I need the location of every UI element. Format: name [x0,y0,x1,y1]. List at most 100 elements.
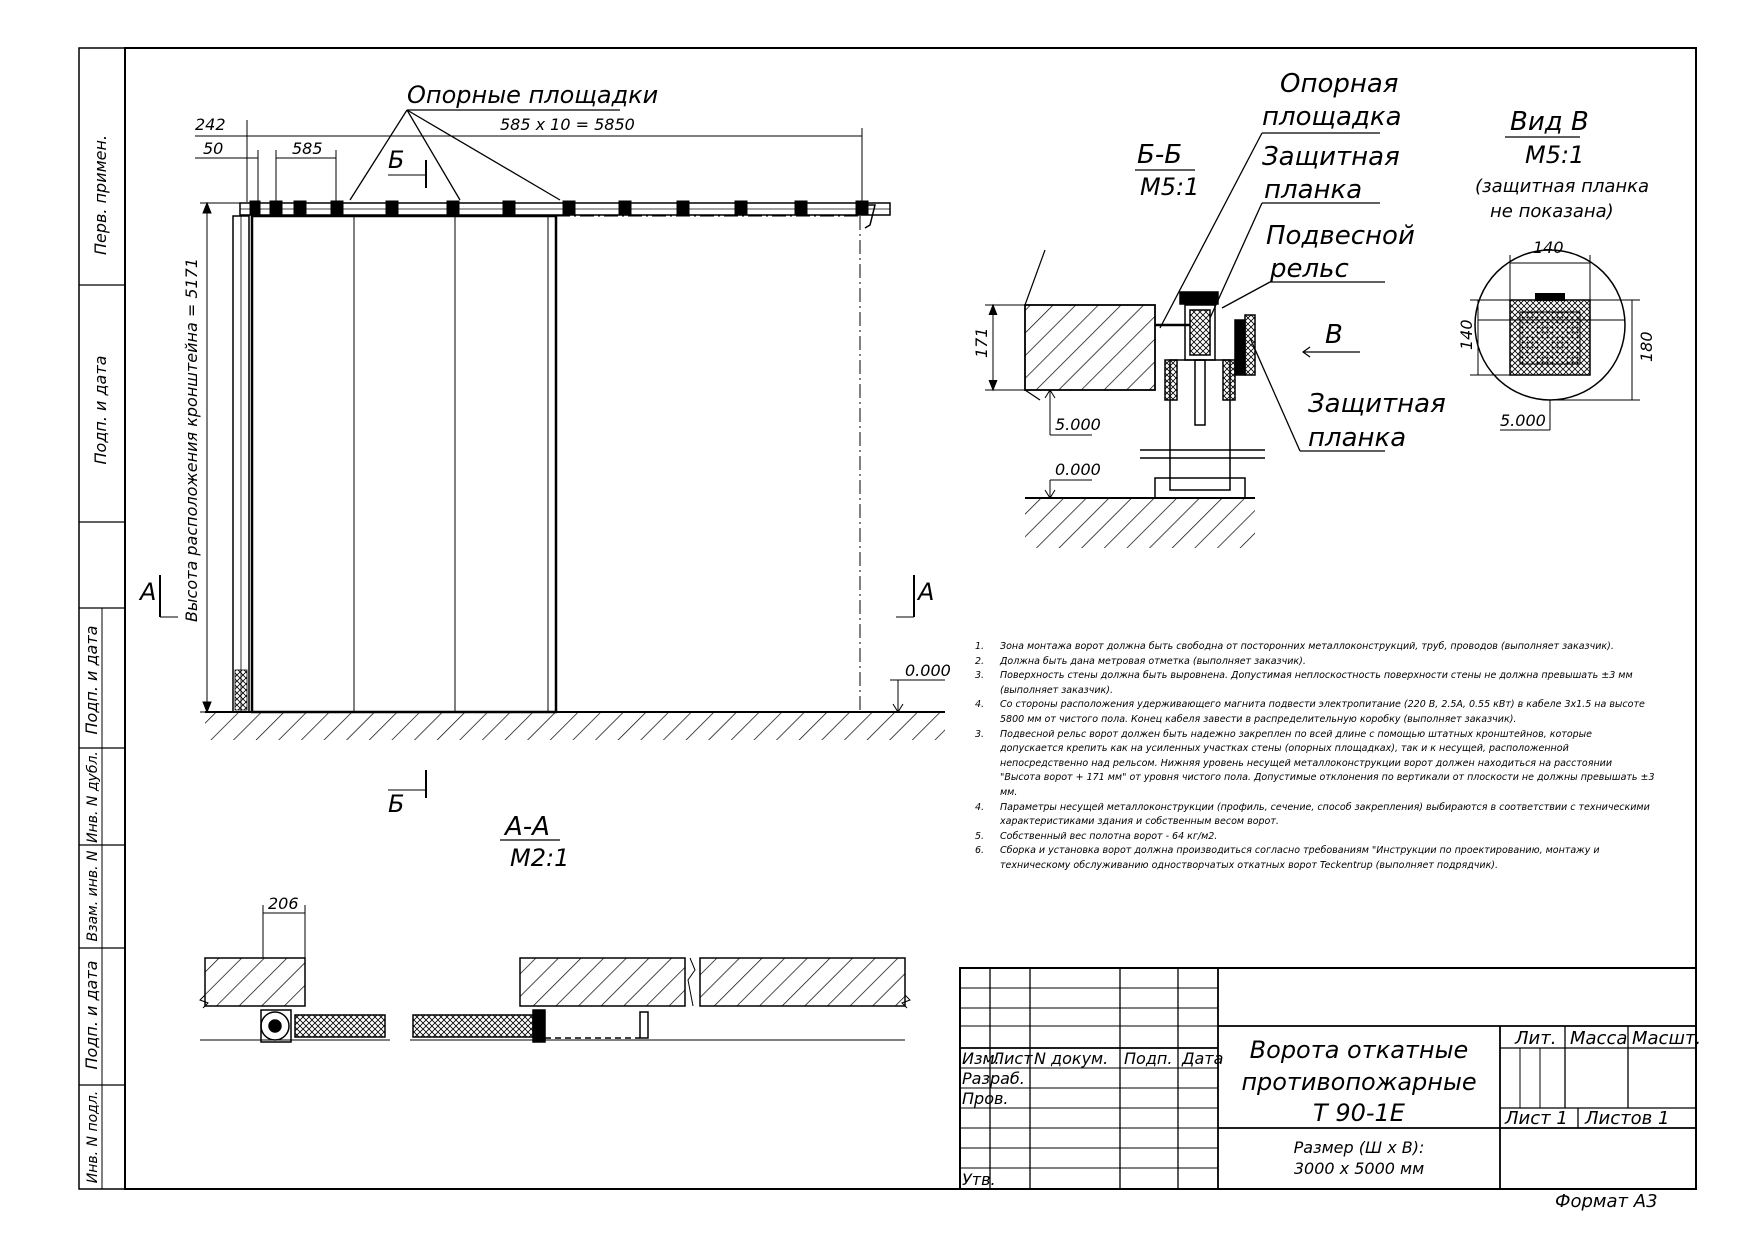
label-guard2-1: Защитная [1308,389,1446,419]
aa-dim-206 [262,905,306,958]
bb-level-0000-label: 0.000 [1055,460,1101,479]
margin-label-inv-podl: Инв. N подл. [85,1091,101,1184]
note-item: 3.Поверхность стены должна быть выровнен… [975,669,1655,698]
row-razrab: Разраб. [962,1069,1025,1088]
note-text: Подвесной рельс ворот должен быть надежн… [1000,728,1655,798]
massa-label: Масса [1570,1028,1627,1049]
title-line-1: Ворота откатные [1250,1036,1469,1064]
margin-label-podp-data-3: Подп. и дата [82,961,101,1070]
label-support-2: площадка [1262,102,1402,132]
format-label: Формат А3 [1555,1191,1658,1212]
masshtab-label: Масшт. [1632,1028,1701,1049]
note-text: Сборка и установка ворот должна производ… [1000,845,1600,871]
label-guard2-2: планка [1308,423,1406,453]
margin-label-perv-primen: Перв. примен. [91,135,110,255]
dim-total: 585 x 10 = 5850 [500,115,635,134]
section-a-right: A [916,578,934,606]
aa-door-panel [260,1009,649,1043]
bb-rail-assembly [1140,291,1265,499]
view-v-note-2: не показана) [1490,201,1614,222]
door-frame-column [232,215,250,713]
margin-label-vzam-inv: Взам. инв. N [85,850,101,941]
sheets-label: Листов 1 [1584,1108,1669,1129]
note-item: 6.Сборка и установка ворот должна произв… [975,844,1655,873]
section-mark-a [159,575,915,618]
margin-label-podp-data-1: Подп. и дата [91,356,110,465]
view-v-level: 5.000 [1500,411,1546,430]
open-position-outline [556,215,861,712]
note-item: 5. Собственный вес полотна ворот - 64 кг/… [975,830,1655,845]
label-guard-2: планка [1264,175,1362,205]
bb-level-0000 [1044,479,1092,499]
bb-dim-171-label: 171 [972,327,991,358]
col-podp: Подп. [1124,1049,1172,1068]
dim-585: 585 [292,139,323,158]
section-bb: Б-Б M5:1 Опорная площадка Защитная планк… [972,69,1446,548]
margin-label-inv-dubl: Инв. N дубл. [85,751,101,843]
end-stop [860,204,876,229]
note-text: Собственный вес полотна ворот - 64 кг/м2… [1000,830,1218,842]
support-plates-label: Опорные площадки [407,81,658,109]
aa-walls [199,957,911,1041]
aa-dim-206-label: 206 [268,894,299,913]
title-block-text: Изм. Лист N докум. Подп. Дата Разраб. Пр… [962,1028,1701,1189]
view-v-dim-140-v: 140 [1457,319,1476,350]
view-v: Вид B M5:1 (защитная планка не показана)… [1457,107,1656,431]
note-item: 4. Параметры несущей металлоконструкции (… [975,801,1655,830]
section-bb-title: Б-Б [1137,140,1182,170]
note-number: 3. [975,728,985,740]
floor-level-label: 0.000 [905,661,951,680]
height-label: Высота расположения кронштейна = 5171 [182,258,201,622]
margin-labels: Перв. примен. Подп. и дата Подп. и дата … [82,135,110,1183]
note-number: 2. [975,655,985,667]
note-text: Со стороны расположения удерживающего ма… [1000,699,1645,725]
label-rail-1: Подвесной [1266,221,1415,251]
section-mark-b [388,160,427,798]
section-aa-scale: M2:1 [510,844,569,872]
view-mark-b: B [1325,320,1343,350]
col-ndoc: N докум. [1034,1049,1108,1068]
note-text: Параметры несущей металлоконструкции (пр… [1000,801,1650,828]
note-text: Поверхность стены должна быть выровнена.… [1000,670,1633,696]
label-support-1: Опорная [1280,69,1398,99]
view-v-dims [1470,255,1640,431]
section-b-bottom: Б [388,790,404,818]
section-a-left: A [138,578,156,606]
section-bb-scale: M5:1 [1140,173,1199,201]
note-text: Зона монтажа ворот должна быть свободна … [1000,641,1614,652]
bb-level-5000 [1044,389,1092,436]
floor-level-mark [890,679,945,713]
row-prov: Пров. [962,1089,1009,1108]
section-b-top: Б [388,146,404,174]
bb-dim-171 [985,303,1025,392]
size-line-2: 3000 х 5000 мм [1294,1159,1424,1178]
note-item: 1.Зона монтажа ворот должна быть свободн… [975,640,1655,655]
note-number: 5. [975,830,985,842]
height-dimension [200,201,240,714]
view-v-dim-140-h: 140 [1533,238,1564,257]
col-data: Дата [1181,1049,1223,1068]
lit-label: Лит. [1514,1028,1556,1049]
top-dimensions [195,120,863,202]
bb-floor [1025,497,1255,548]
note-number: 4. [975,699,985,711]
bb-level-5000-label: 5.000 [1055,415,1101,434]
view-v-scale: M5:1 [1525,141,1584,169]
note-item: 4. Со стороны расположения удерживающего … [975,698,1655,727]
margin-label-podp-data-2: Подп. и дата [82,626,101,735]
row-utv: Утв. [962,1170,996,1189]
bb-wall [1024,249,1156,401]
title-line-2: противопожарные [1241,1068,1476,1096]
view-v-note-1: (защитная планка [1475,176,1649,197]
label-rail-2: рельс [1269,254,1349,284]
section-aa-title: A-A [503,812,550,842]
support-plates-leaders [349,109,620,201]
note-item: 3. Подвесной рельс ворот должен быть наде… [975,728,1655,801]
dim-242: 242 [195,115,226,134]
view-v-dim-180: 180 [1637,331,1656,362]
view-v-title: Вид B [1510,107,1589,137]
section-aa: A-A M2:1 [199,812,911,1043]
view-v-plate [1478,293,1625,376]
note-number: 4. [975,801,985,813]
